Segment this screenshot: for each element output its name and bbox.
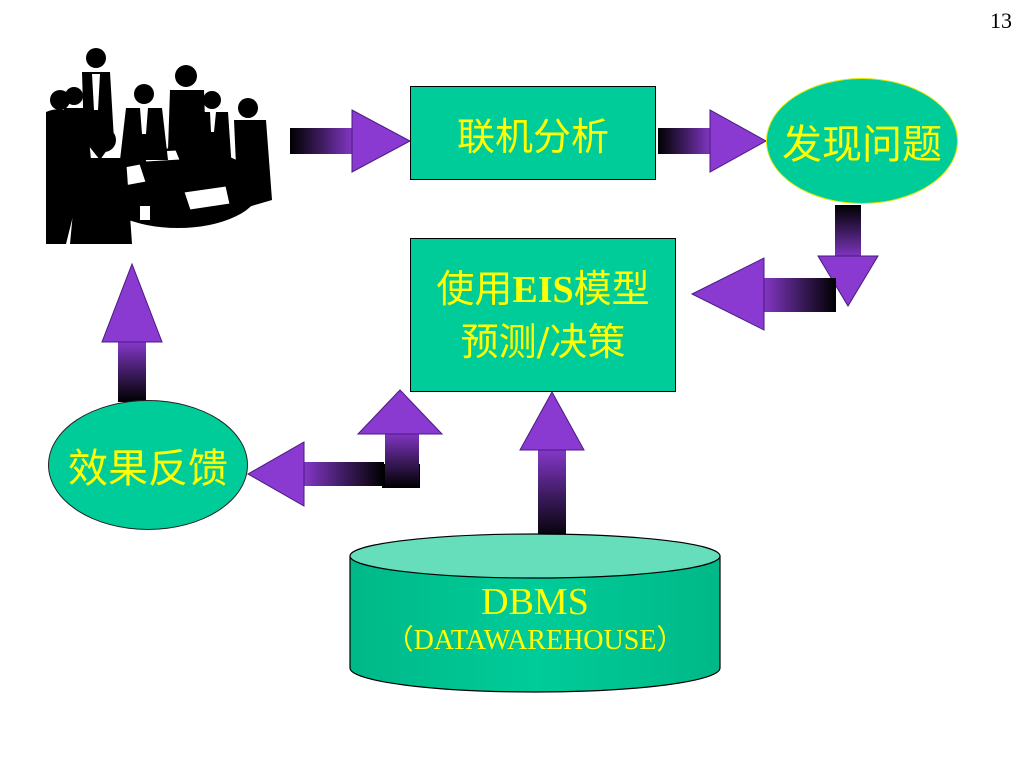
online-analysis-label: 联机分析 — [456, 114, 609, 159]
page-number: 13 — [990, 8, 1012, 33]
arrow-to-eis — [690, 257, 836, 331]
eis-suffix: 模型 — [573, 266, 650, 311]
arrow-meeting-to-analysis — [290, 109, 412, 173]
feedback-label: 效果反馈 — [68, 446, 228, 492]
discover-problem-node: 发现问题 — [766, 78, 958, 204]
arrow-eis-to-feedback — [246, 389, 444, 507]
dbms-title: DBMS — [481, 581, 589, 623]
meeting-icon — [46, 48, 274, 244]
dbms-cylinder — [349, 533, 721, 693]
datawarehouse-label: （DATAWAREHOUSE） — [385, 625, 685, 656]
eis-line-1: 使用EIS模型 — [436, 263, 649, 316]
online-analysis-box: 联机分析 — [410, 86, 656, 180]
eis-line-2: 预测/决策 — [460, 319, 626, 364]
discover-problem-label: 发现问题 — [782, 122, 942, 168]
feedback-node: 效果反馈 — [48, 400, 248, 530]
arrow-analysis-to-discover — [658, 109, 768, 173]
eis-acronym: EIS — [512, 268, 574, 311]
arrow-feedback-to-meeting — [101, 262, 163, 402]
eis-prefix: 使用 — [436, 266, 513, 311]
arrow-dbms-to-eis — [519, 390, 585, 540]
eis-model-box: 使用EIS模型 预测/决策 — [410, 238, 676, 392]
dbms-label: DBMS （DATAWAREHOUSE） — [350, 580, 720, 658]
